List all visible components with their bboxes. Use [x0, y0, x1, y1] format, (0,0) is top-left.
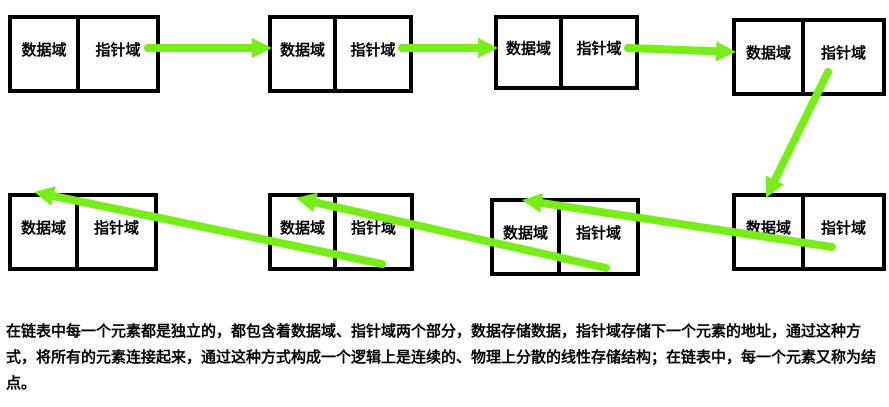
- arrow-head: [522, 193, 544, 213]
- pointer-field-label: 指针域: [576, 40, 621, 58]
- pointer-field-label: 指针域: [95, 41, 140, 59]
- pointer-field-label: 指针域: [351, 219, 396, 237]
- arrow-head: [34, 186, 56, 206]
- pointer-field-label: 指针域: [821, 219, 866, 237]
- list-node-4: 数据域 指针域: [732, 18, 886, 96]
- pointer-field-label: 指针域: [576, 224, 621, 242]
- pointer-field-label: 指针域: [821, 44, 866, 62]
- data-field-label: 数据域: [280, 41, 325, 59]
- node-box: [494, 15, 639, 90]
- data-field-label: 数据域: [506, 40, 551, 58]
- arrow-shaft: [769, 68, 832, 186]
- data-field-label: 数据域: [746, 44, 791, 62]
- arrow-shaft: [535, 198, 836, 251]
- pointer-field-label: 指针域: [350, 41, 395, 59]
- pointer-arrow-7: [34, 186, 386, 268]
- node-box: [8, 15, 160, 93]
- arrow-head: [252, 38, 272, 58]
- pointer-arrow-2: [398, 38, 498, 58]
- pointer-arrow-5: [522, 193, 836, 251]
- node-box: [8, 193, 158, 271]
- data-field-label: 数据域: [21, 219, 66, 237]
- arrow-head: [478, 38, 498, 58]
- list-node-2: 数据域 指针域: [268, 15, 413, 93]
- pointer-arrow-4: [765, 68, 832, 198]
- node-box: [732, 18, 886, 96]
- pointer-arrow-1: [144, 38, 272, 58]
- list-node-3: 数据域 指针域: [494, 15, 639, 90]
- data-field-label: 数据域: [503, 224, 548, 242]
- data-field-label: 数据域: [21, 41, 66, 59]
- node-box: [268, 15, 413, 93]
- list-node-8: 数据域 指针域: [8, 193, 158, 271]
- list-node-1: 数据域 指针域: [8, 15, 160, 93]
- pointer-arrow-6: [296, 192, 610, 272]
- pointer-arrow-3: [624, 41, 736, 62]
- caption-text: 在链表中每一个元素都是独立的，都包含着数据域、指针域两个部分，数据存储数据，指针…: [6, 322, 877, 392]
- arrow-head: [765, 175, 784, 198]
- pointer-field-label: 指针域: [94, 219, 139, 237]
- linked-list-diagram: 数据域指针域数据域指针域数据域指针域数据域指针域数据域指针域数据域指针域数据域指…: [8, 15, 886, 276]
- arrow-head: [715, 41, 736, 62]
- data-field-label: 数据域: [280, 219, 325, 237]
- arrow-head: [296, 192, 318, 213]
- arrow-shaft: [624, 44, 723, 56]
- arrow-shaft: [309, 197, 610, 272]
- arrow-shaft: [47, 191, 386, 268]
